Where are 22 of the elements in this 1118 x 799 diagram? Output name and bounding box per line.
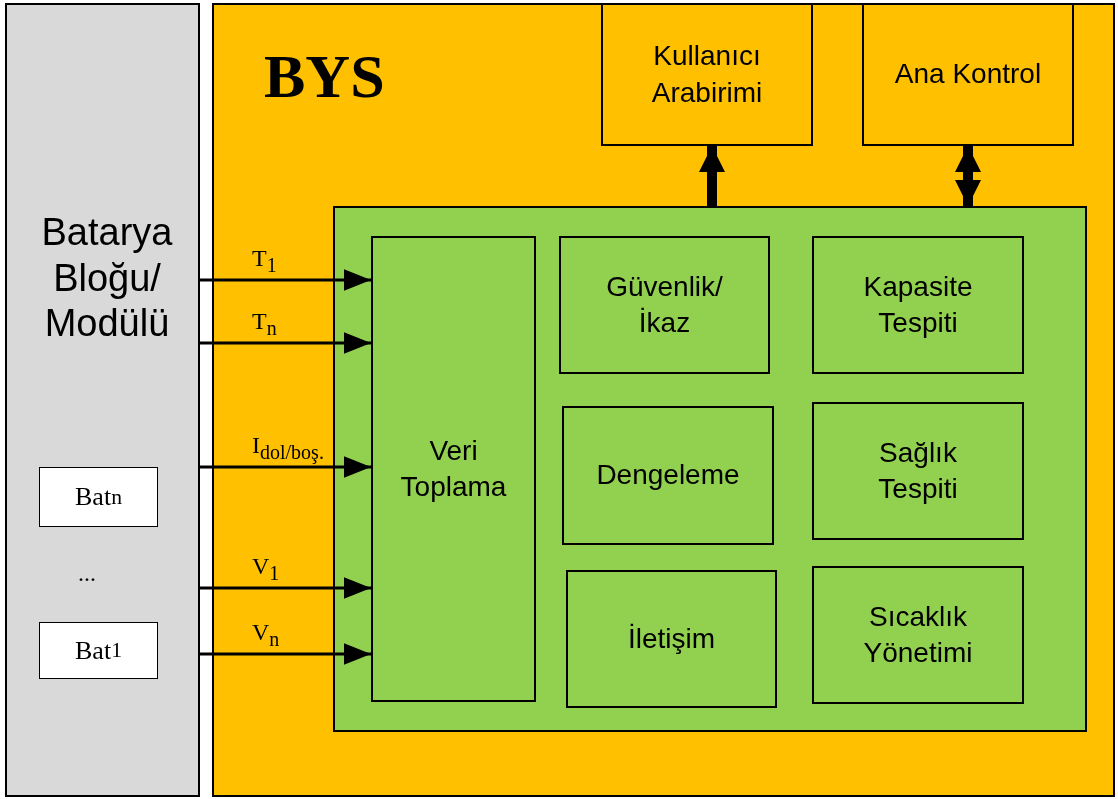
arrow — [200, 577, 371, 599]
block-title: Batarya Bloğu/ Modülü — [40, 210, 174, 347]
arrow — [200, 269, 371, 291]
function-box: Sağlık Tespiti — [812, 402, 1024, 540]
arrow — [200, 332, 371, 354]
block-arrow — [699, 146, 725, 206]
arrow — [200, 643, 371, 665]
function-box: Kullanıcı Arabirimi — [601, 3, 813, 146]
function-box: Dengeleme — [562, 406, 774, 545]
function-box: Veri Toplama — [371, 236, 536, 702]
ellipsis-text: ... — [78, 560, 96, 587]
function-box: Güvenlik/ İkaz — [559, 236, 770, 374]
block-arrow — [955, 146, 981, 206]
function-box: Ana Kontrol — [862, 3, 1074, 146]
function-box: Kapasite Tespiti — [812, 236, 1024, 374]
system-panel — [212, 3, 1115, 797]
block-title: BYS — [264, 41, 385, 112]
arrow — [200, 456, 371, 478]
function-box: Sıcaklık Yönetimi — [812, 566, 1024, 704]
battery-block-panel — [5, 3, 200, 797]
function-box: İletişim — [566, 570, 777, 708]
module-panel — [333, 206, 1087, 732]
